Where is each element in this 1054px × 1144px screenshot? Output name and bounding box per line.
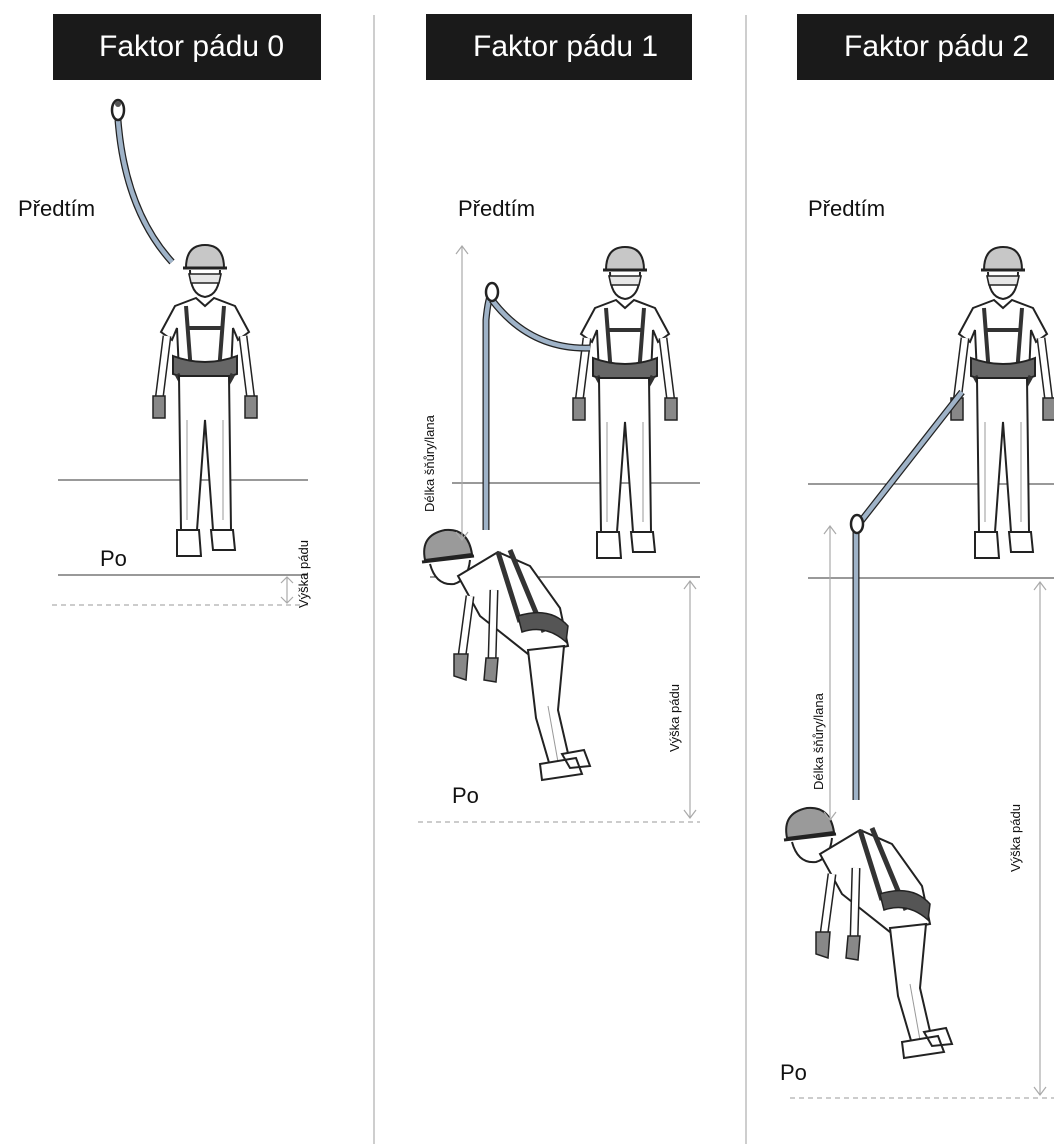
- hanging-worker: [784, 808, 952, 1058]
- lanyard-length-arrow: [456, 246, 468, 540]
- panel-title-box: Faktor pádu 0: [53, 14, 321, 80]
- standing-worker: [573, 247, 677, 558]
- panel-title: Faktor pádu 0: [99, 14, 284, 80]
- fall-height-label: Výška pádu: [668, 684, 681, 752]
- panel-title: Faktor pádu 2: [844, 14, 1029, 80]
- before-label: Předtím: [458, 198, 535, 220]
- after-label: Po: [100, 548, 127, 570]
- carabiner-icon: [851, 515, 863, 533]
- fall-height-arrow: [684, 581, 696, 818]
- lanyard: [118, 120, 172, 262]
- standing-worker: [951, 247, 1054, 558]
- lanyard-length-label: Délka šňůry/lana: [423, 415, 436, 512]
- hanging-worker: [422, 530, 590, 780]
- fall-height-arrow: [281, 577, 293, 603]
- panel-title-box: Faktor pádu 1: [426, 14, 692, 80]
- standing-worker: [153, 245, 257, 556]
- before-label: Předtím: [18, 198, 95, 220]
- after-label: Po: [780, 1062, 807, 1084]
- fall-height-arrow: [1034, 582, 1046, 1095]
- carabiner-icon: [486, 283, 498, 301]
- before-label: Předtím: [808, 198, 885, 220]
- lanyard-length-label: Délka šňůry/lana: [812, 693, 825, 790]
- fall-height-label: Výška pádu: [1009, 804, 1022, 872]
- panel-title: Faktor pádu 1: [473, 14, 658, 80]
- carabiner-icon: [112, 100, 124, 120]
- fall-height-label: Výška pádu: [297, 540, 310, 608]
- after-label: Po: [452, 785, 479, 807]
- panel-title-box: Faktor pádu 2: [797, 14, 1054, 80]
